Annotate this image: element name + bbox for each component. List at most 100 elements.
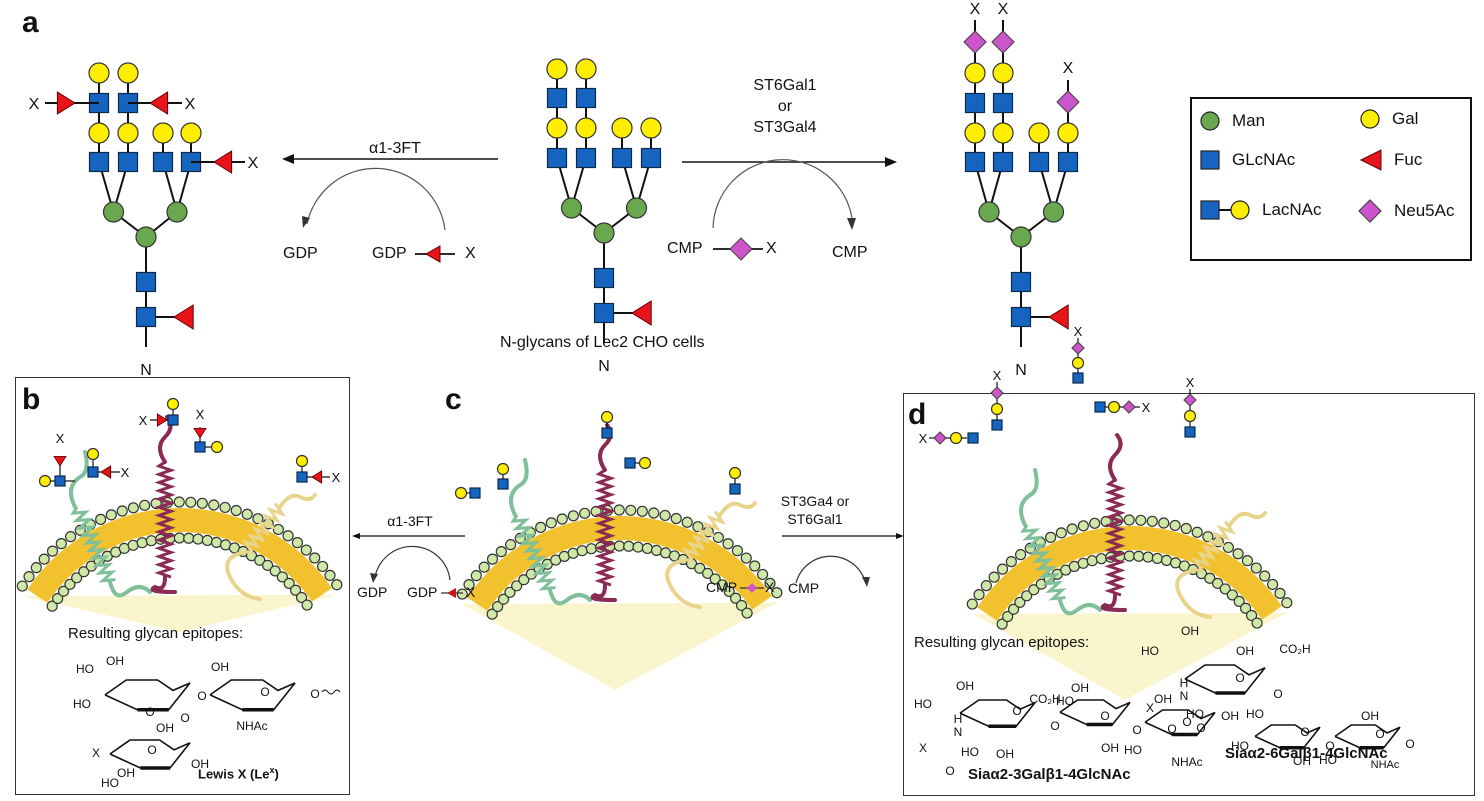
- lipid-head: [623, 540, 635, 552]
- galactose-circle-icon: [1107, 400, 1121, 414]
- lipid-head: [613, 540, 625, 552]
- lacnac-square-circle-icon: [1200, 200, 1250, 220]
- atom-oh: OH: [956, 679, 974, 693]
- glcnac-square-icon: [135, 306, 157, 328]
- lipid-head: [996, 563, 1009, 575]
- lipid-head: [722, 538, 734, 550]
- lipid-head: [1123, 514, 1135, 526]
- lipid-head: [1232, 548, 1244, 560]
- donor-fucose-icon: [415, 245, 455, 263]
- epitopes-title-d: Resulting glycan epitopes:: [914, 634, 1090, 651]
- atom-o: O: [1100, 709, 1109, 723]
- glcnac-square-icon: [296, 471, 308, 483]
- lipid-head: [1028, 584, 1040, 596]
- symbol-legend: Man Gal GLcNAc Fuc LacNAc Neu5Ac: [1190, 97, 1472, 261]
- glcnac-square-icon: [1057, 151, 1079, 173]
- glcnac-square-icon: [546, 87, 568, 109]
- galactose-circle-icon: [88, 62, 110, 84]
- glcnac-square-icon: [1010, 306, 1032, 328]
- magnified-wedge: [972, 612, 1287, 700]
- atom-ho: HO: [1124, 743, 1142, 757]
- donor-substituent-x: X: [465, 245, 476, 262]
- reaction-arrow-sialylation: [682, 157, 897, 230]
- atom-x: X: [1146, 701, 1154, 715]
- glcnac-square-icon: [593, 302, 615, 324]
- galactose-circle-icon: [86, 447, 100, 461]
- glcnac-square-icon: [967, 432, 979, 444]
- galactose-circle-icon: [38, 474, 52, 488]
- protein-yellow-loop: [718, 501, 757, 517]
- neu5ac-diamond-icon: [991, 30, 1015, 54]
- protein-purple-helix: [1104, 478, 1126, 597]
- protein-green-helix: [510, 514, 557, 591]
- mannose-circle-icon: [1010, 226, 1032, 248]
- lipid-head: [518, 574, 530, 586]
- lipid-head: [46, 600, 58, 612]
- atom-o: O: [147, 743, 156, 757]
- substituent-x: X: [139, 413, 148, 428]
- mannose-circle-icon: [978, 201, 1000, 223]
- atom-oh: OH: [1071, 681, 1089, 695]
- lipid-head: [1241, 555, 1254, 567]
- lipid-head: [1014, 596, 1026, 608]
- lipid-head: [309, 552, 321, 564]
- lipid-head: [127, 502, 139, 514]
- lipid-head: [262, 559, 274, 571]
- galactose-circle-icon: [964, 122, 986, 144]
- legend-label-lacnac: LacNAc: [1262, 200, 1322, 219]
- atom-oh: OH: [106, 654, 124, 668]
- glcnac-square-icon: [1028, 151, 1050, 173]
- glcnac-square-icon: [152, 151, 174, 173]
- atom-o: O: [1375, 727, 1384, 741]
- lipid-head: [579, 507, 591, 519]
- lipid-head: [210, 536, 223, 548]
- glcnac-square-icon: [54, 475, 66, 487]
- lipid-head: [709, 573, 721, 585]
- lipid-head: [694, 562, 706, 574]
- lipid-head: [272, 523, 284, 536]
- protein-yellow-loop: [1228, 511, 1267, 527]
- c-donor-x: X: [466, 584, 476, 600]
- mannose-circle-icon: [102, 201, 125, 223]
- sialic-acid-ring: [959, 699, 1036, 728]
- anchor-n-label: N: [1015, 362, 1027, 379]
- lipid-head: [331, 579, 343, 591]
- panel-d-frame: [903, 393, 1475, 796]
- substituent-x: X: [196, 407, 205, 422]
- lipid-head: [1151, 552, 1163, 565]
- protein-yellow-tail: [1175, 568, 1212, 619]
- neu5ac-diamond-icon: [1056, 90, 1080, 114]
- substituent-x: X: [29, 96, 40, 113]
- protein-purple-helix: [154, 460, 176, 579]
- protein-yellow-helix: [1191, 520, 1236, 573]
- protein-green-helix: [1020, 524, 1067, 601]
- atom-ho: HO: [914, 697, 932, 711]
- galactose-circle-icon: [1028, 122, 1050, 144]
- protein-purple-tail: [590, 583, 617, 602]
- lipid-head: [269, 565, 281, 577]
- neu5ac-diamond-icon: [1358, 199, 1382, 223]
- lipid-head: [741, 607, 753, 619]
- glcnac-square-icon: [194, 441, 206, 453]
- lipid-head: [681, 516, 693, 528]
- glcnac-square-icon: [964, 92, 986, 114]
- glcnac-ring: [209, 679, 296, 711]
- mannose-circle-icon: [560, 197, 583, 219]
- donor-cmp: CMP: [667, 240, 703, 257]
- atom-oh: OH: [1221, 709, 1239, 723]
- lewis-x-name: Lewis X (Lex): [198, 765, 279, 782]
- lipid-head: [95, 513, 107, 525]
- substituent-x: X: [998, 1, 1009, 18]
- glcnac-square-icon: [992, 92, 1014, 114]
- atom-oh: OH: [996, 747, 1014, 761]
- protein-green-tail: [108, 580, 152, 598]
- atom-oh: OH: [1293, 754, 1311, 768]
- lipid-head: [757, 568, 769, 581]
- lipid-head: [625, 504, 637, 516]
- atom-o: O: [1012, 704, 1021, 718]
- glcnac-square-icon: [87, 466, 99, 478]
- lipid-head: [670, 512, 682, 525]
- lipid-head: [996, 618, 1008, 630]
- lipid-head: [46, 545, 59, 557]
